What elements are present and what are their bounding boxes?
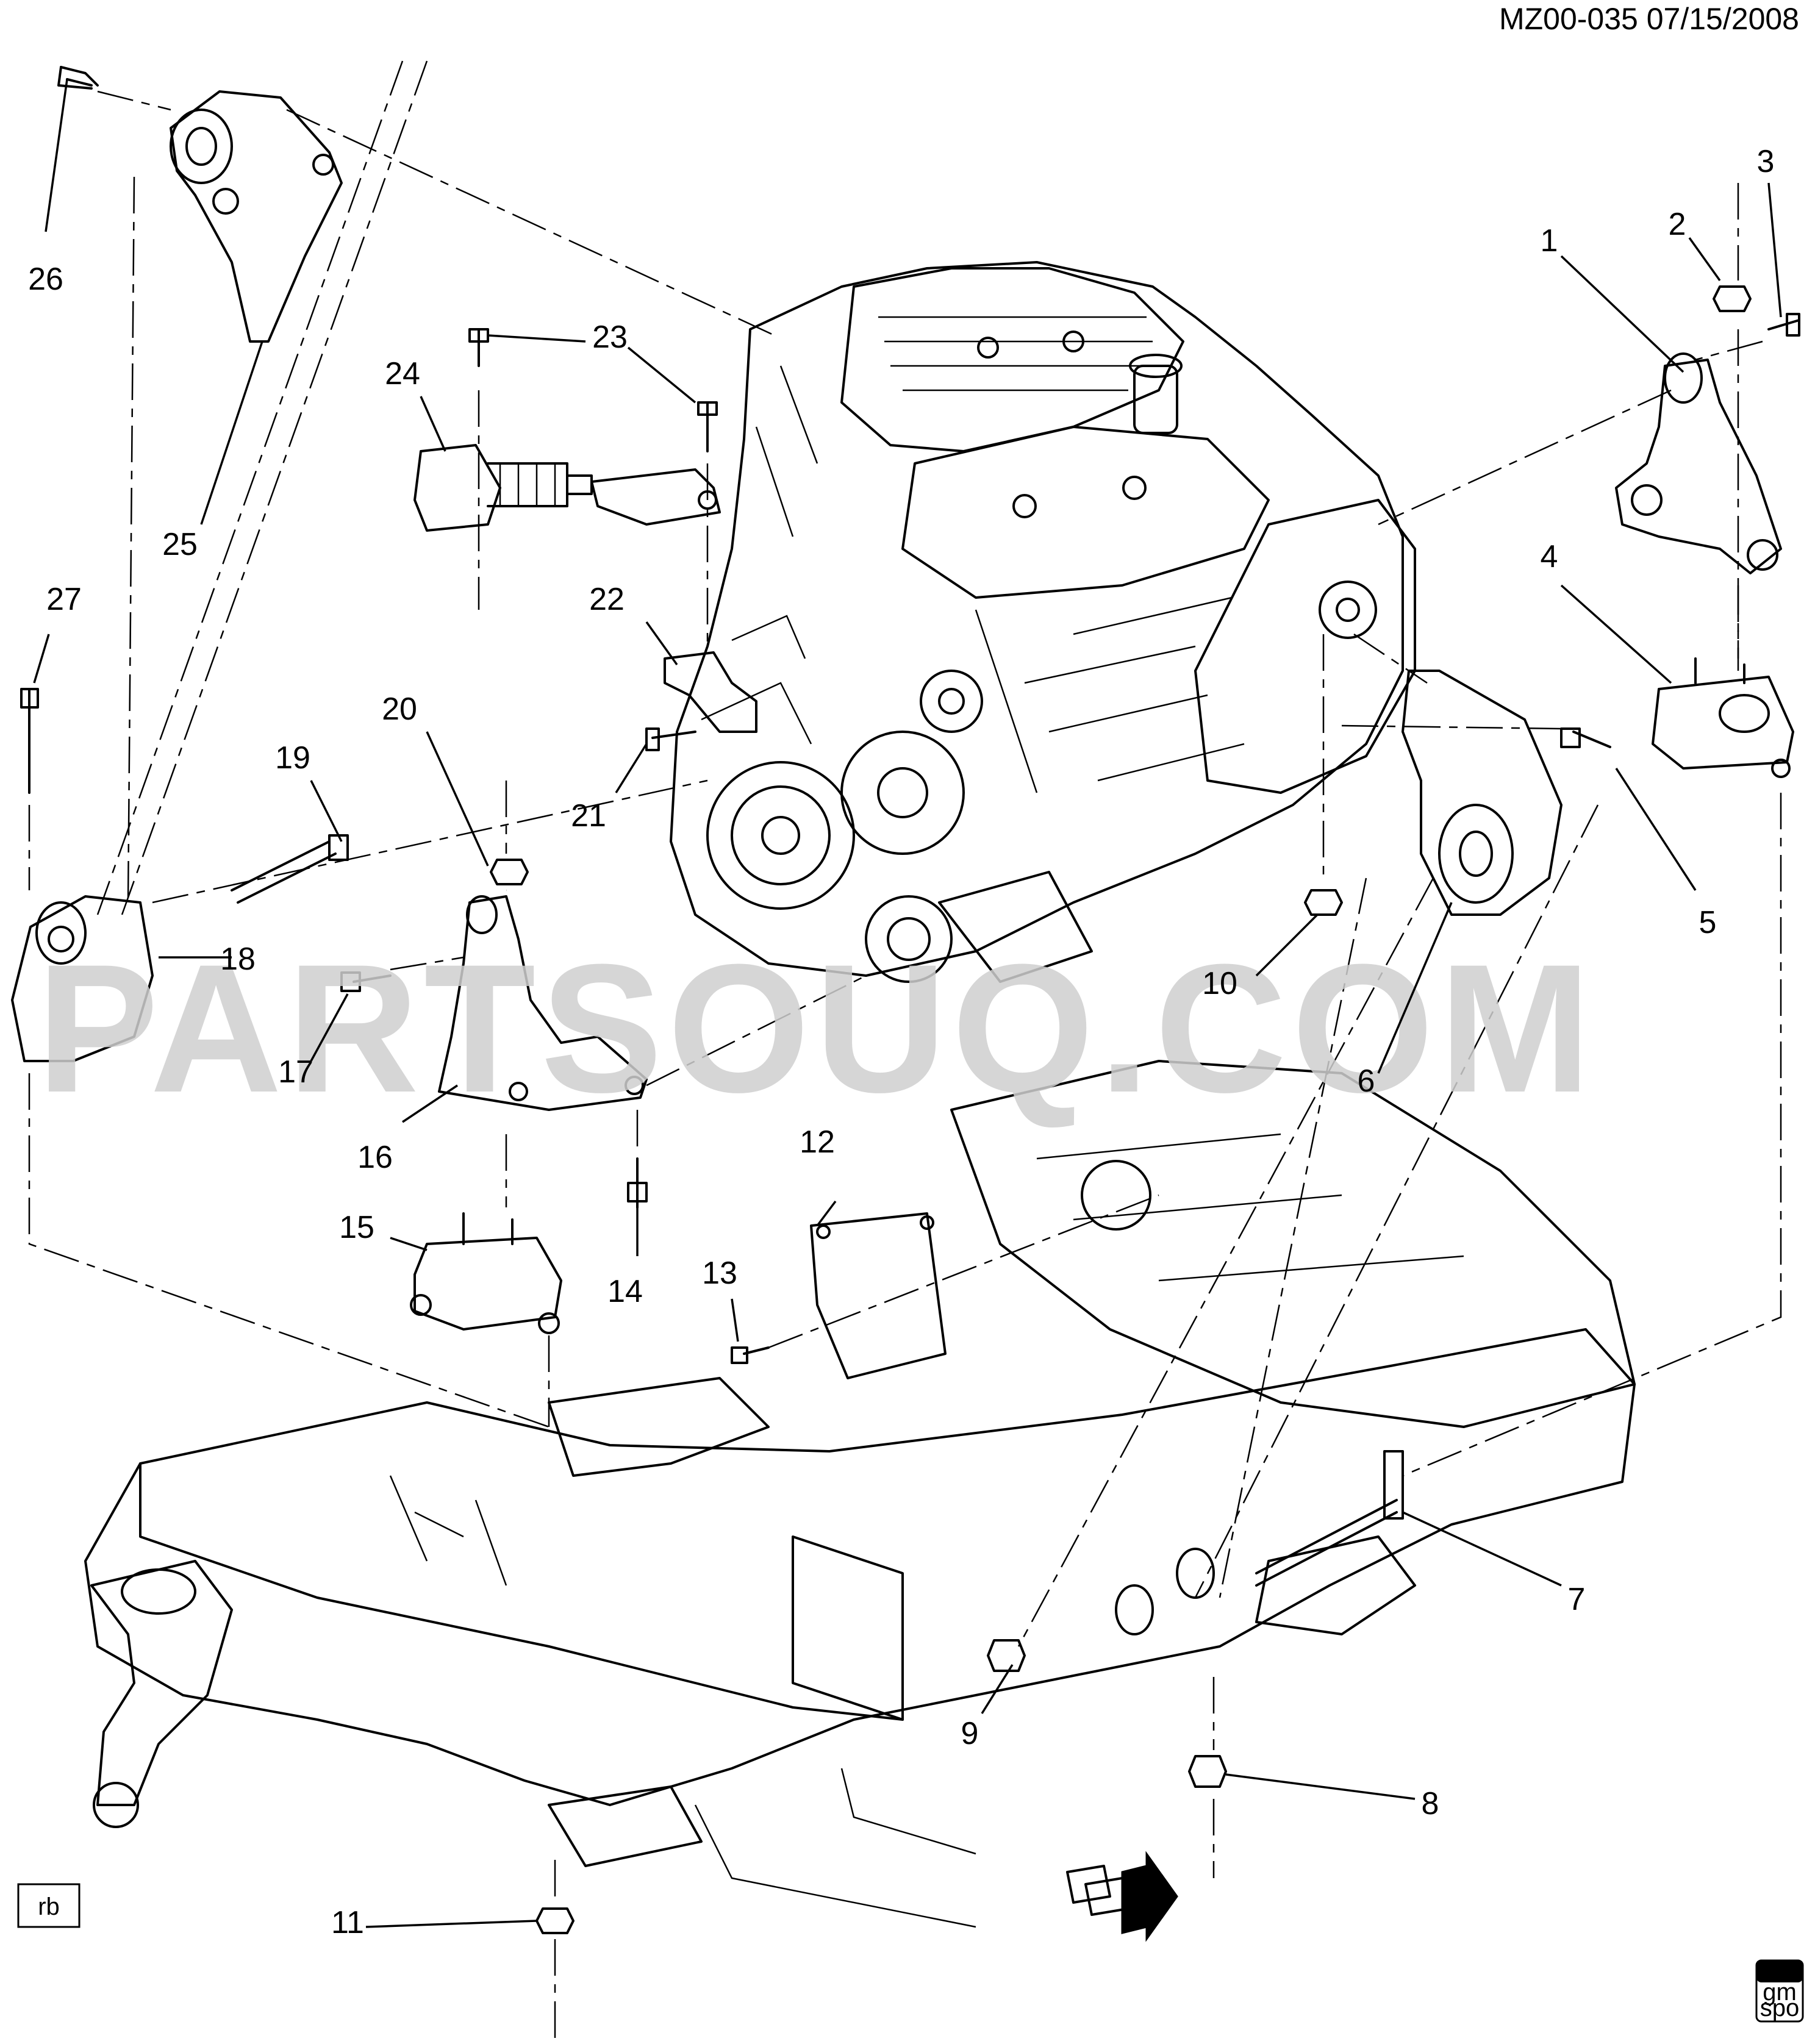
callout-2: 2 — [1669, 207, 1686, 242]
engine-assembly — [670, 261, 1416, 983]
part-3-bolt — [1767, 313, 1800, 337]
gm-logo-text-top: gm — [1763, 1979, 1797, 2006]
callout-7: 7 — [1568, 1582, 1586, 1617]
part-21-bolt — [645, 727, 696, 751]
callout-23: 23 — [592, 320, 628, 355]
part-24-strut-damper — [413, 444, 721, 532]
assembly-centerlines — [28, 60, 1782, 2044]
part-16-mount-bracket — [438, 895, 648, 1111]
part-8-nut — [1188, 1755, 1227, 1788]
callout-19: 19 — [275, 740, 310, 776]
part-22-bracket — [664, 651, 757, 733]
watermark-text: PARTSOUQ.COM — [37, 926, 1596, 1131]
part-11-nut — [535, 1907, 575, 1934]
part-2-nut — [1713, 285, 1752, 312]
callout-3: 3 — [1757, 144, 1775, 179]
part-1-bracket — [1615, 352, 1782, 574]
callout-20: 20 — [382, 691, 417, 727]
callout-24: 24 — [385, 356, 420, 391]
callout-labels: 1 2 3 4 5 6 7 8 9 10 11 12 13 14 15 16 1… — [28, 144, 1774, 1940]
callout-13: 13 — [702, 1256, 737, 1291]
callout-21: 21 — [571, 798, 606, 834]
part-15-engine-mount — [410, 1212, 562, 1334]
part-27-bolt — [20, 688, 39, 794]
corner-tag: rb — [17, 1883, 81, 1928]
part-5-bolt — [1560, 727, 1611, 748]
part-25-mount-bracket — [170, 90, 343, 343]
part-9-nut — [987, 1639, 1026, 1672]
callout-17: 17 — [278, 1054, 313, 1090]
callout-22: 22 — [589, 582, 625, 617]
callout-16: 16 — [357, 1140, 393, 1175]
part-6-trans-mount — [1402, 670, 1563, 916]
callout-18: 18 — [220, 942, 256, 977]
gm-spo-logo: gm spo — [1755, 1959, 1804, 2023]
front-direction-arrow-icon — [1066, 1851, 1178, 1942]
callout-4: 4 — [1541, 539, 1558, 574]
callout-1: 1 — [1541, 223, 1558, 259]
callout-10: 10 — [1202, 966, 1237, 1001]
callout-15: 15 — [339, 1210, 374, 1245]
callout-6: 6 — [1358, 1063, 1375, 1099]
part-20-nut — [490, 859, 529, 885]
part-10-nut — [1304, 889, 1343, 916]
callout-27: 27 — [46, 582, 82, 617]
callout-14: 14 — [607, 1274, 643, 1309]
leader-lines — [33, 79, 1782, 1928]
part-12-shield — [810, 1212, 947, 1379]
callout-12: 12 — [800, 1124, 835, 1160]
part-26-bolt — [57, 66, 99, 90]
part-19-bolt — [231, 834, 349, 904]
part-17-bolt — [340, 971, 392, 992]
part-14-bolt — [627, 1157, 648, 1209]
callout-8: 8 — [1422, 1786, 1439, 1821]
part-4-engine-mount — [1652, 657, 1794, 778]
corner-tag-text: rb — [38, 1893, 60, 1920]
callout-5: 5 — [1699, 905, 1717, 940]
callout-9: 9 — [961, 1716, 979, 1751]
callout-26: 26 — [28, 262, 63, 297]
callout-11: 11 — [331, 1905, 364, 1940]
part-7-through-bolt — [1255, 1450, 1404, 1587]
part-13-bolt — [731, 1346, 770, 1364]
callout-25: 25 — [162, 527, 198, 562]
gm-logo-text-bottom: spo — [1760, 1995, 1800, 2021]
subframe-cradle — [84, 1060, 1636, 1928]
part-23-bolts — [468, 328, 718, 452]
drawing-code: MZ00-035 07/15/2008 — [1499, 2, 1799, 36]
